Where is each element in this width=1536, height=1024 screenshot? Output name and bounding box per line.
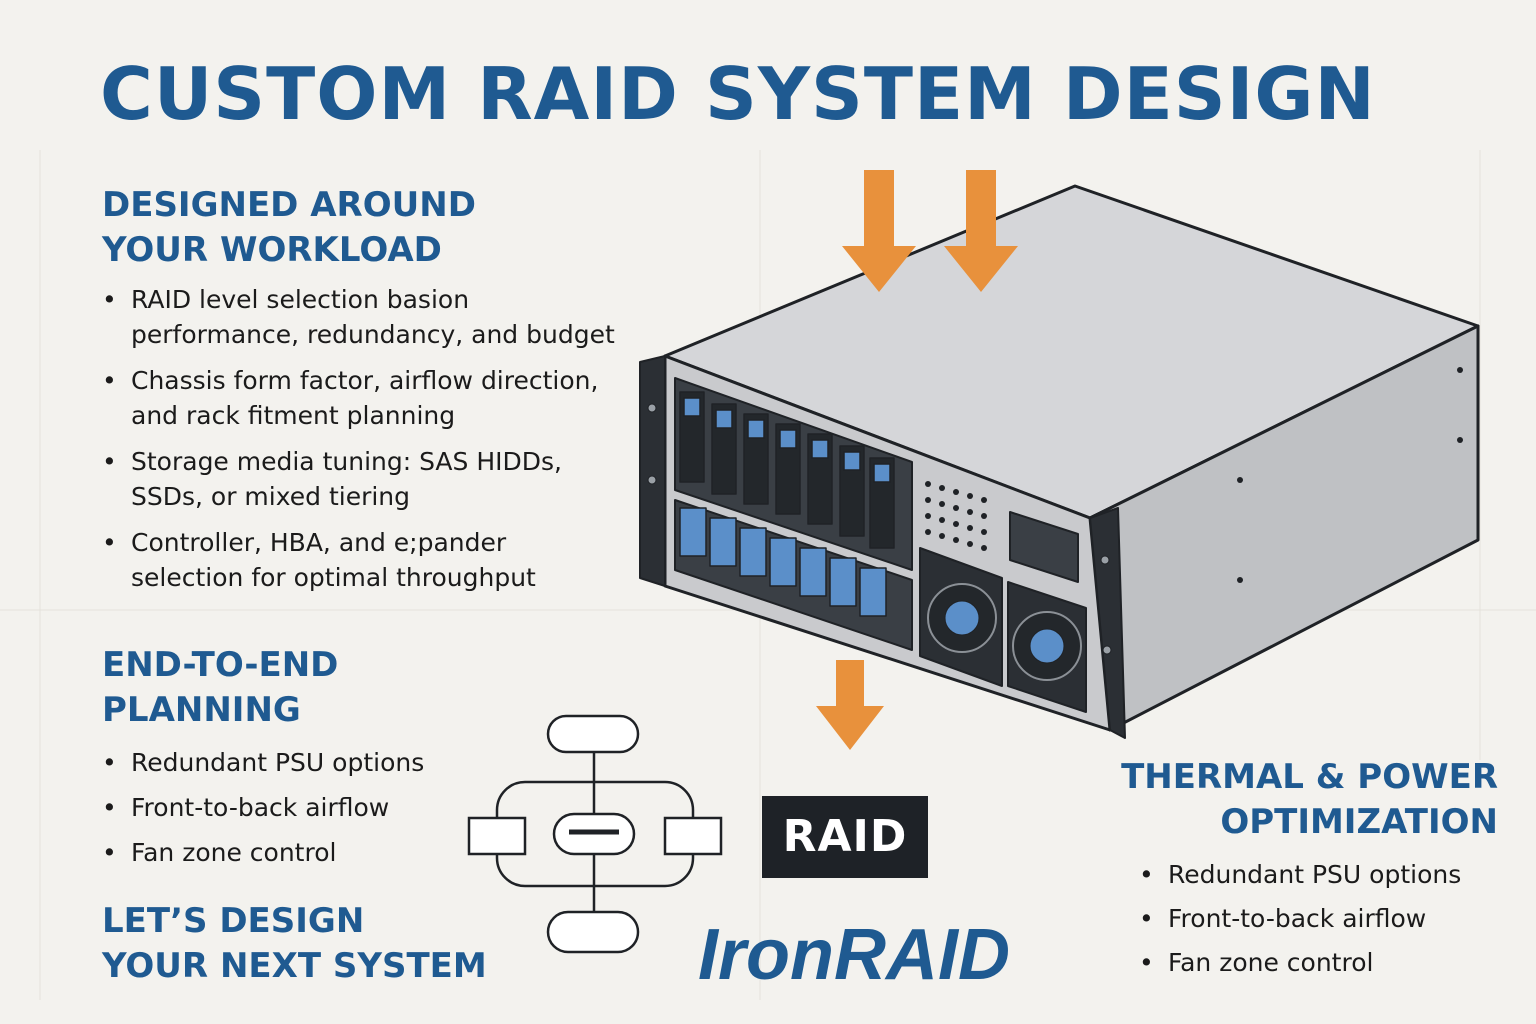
- list-item: Storage media tuning: SAS HIDDs, SSDs, o…: [102, 444, 615, 514]
- list-item-line2: performance, redundancy, and budget: [131, 320, 615, 349]
- workload-list: RAID level selection basion performance,…: [102, 282, 615, 595]
- cta-heading: LET’S DESIGN YOUR NEXT SYSTEM: [102, 899, 487, 989]
- cta-heading-line1: LET’S DESIGN: [102, 901, 365, 941]
- thermal-heading-line2: OPTIMIZATION: [1220, 802, 1498, 842]
- workload-heading-line1: DESIGNED AROUND: [102, 185, 476, 225]
- list-item: RAID level selection basion performance,…: [102, 282, 615, 352]
- down-arrow-icon: [842, 170, 916, 292]
- drive-bays-lower: [679, 507, 887, 617]
- thermal-heading: THERMAL & POWER OPTIMIZATION: [1121, 755, 1498, 845]
- list-item-line1: Controller, HBA, and e;pander: [131, 528, 507, 557]
- vent-grid: [925, 481, 987, 551]
- list-item: Chassis form factor, airflow direction, …: [102, 363, 615, 433]
- list-item-line2: SSDs, or mixed tiering: [131, 482, 411, 511]
- drive-bays-upper: [679, 391, 895, 549]
- down-arrow-icon: [816, 660, 884, 750]
- cta-heading-line2: YOUR NEXT SYSTEM: [102, 946, 487, 986]
- list-item-line1: Storage media tuning: SAS HIDDs,: [131, 447, 562, 476]
- list-item: Fan zone control: [102, 830, 424, 875]
- list-item: Front-to-back airflow: [1139, 897, 1461, 941]
- list-item-line2: selection for optimal throughput: [131, 563, 536, 592]
- raid-badge: RAID: [762, 796, 928, 878]
- list-item: Fan zone control: [1139, 941, 1461, 985]
- workload-heading: DESIGNED AROUND YOUR WORKLOAD: [102, 183, 476, 273]
- workload-heading-line2: YOUR WORKLOAD: [102, 230, 442, 270]
- list-item-line1: Chassis form factor, airflow direction,: [131, 366, 599, 395]
- list-item: Redundant PSU options: [1139, 853, 1461, 897]
- server-chassis-icon: [639, 184, 1480, 739]
- page-title: CUSTOM RAID SYSTEM DESIGN: [100, 52, 1376, 136]
- list-item-line2: and rack fitment planning: [131, 401, 456, 430]
- list-item: Controller, HBA, and e;pander selection …: [102, 525, 615, 595]
- list-item: Redundant PSU options: [102, 740, 424, 785]
- list-item-line1: RAID level selection basion: [131, 285, 470, 314]
- brand-logo: IronRAID: [698, 915, 1010, 995]
- flowchart-icon: [467, 714, 723, 954]
- fan-icon: [1007, 581, 1087, 713]
- planning-list: Redundant PSU options Front-to-back airf…: [102, 740, 424, 875]
- planning-heading-line1: END-TO-END: [102, 645, 339, 685]
- thermal-heading-line1: THERMAL & POWER: [1121, 757, 1498, 797]
- planning-heading-line2: PLANNING: [102, 690, 301, 730]
- thermal-list: Redundant PSU options Front-to-back airf…: [1139, 853, 1461, 985]
- list-item: Front-to-back airflow: [102, 785, 424, 830]
- fan-icon: [919, 547, 1003, 687]
- planning-heading: END-TO-END PLANNING: [102, 643, 338, 733]
- down-arrow-icon: [944, 170, 1018, 292]
